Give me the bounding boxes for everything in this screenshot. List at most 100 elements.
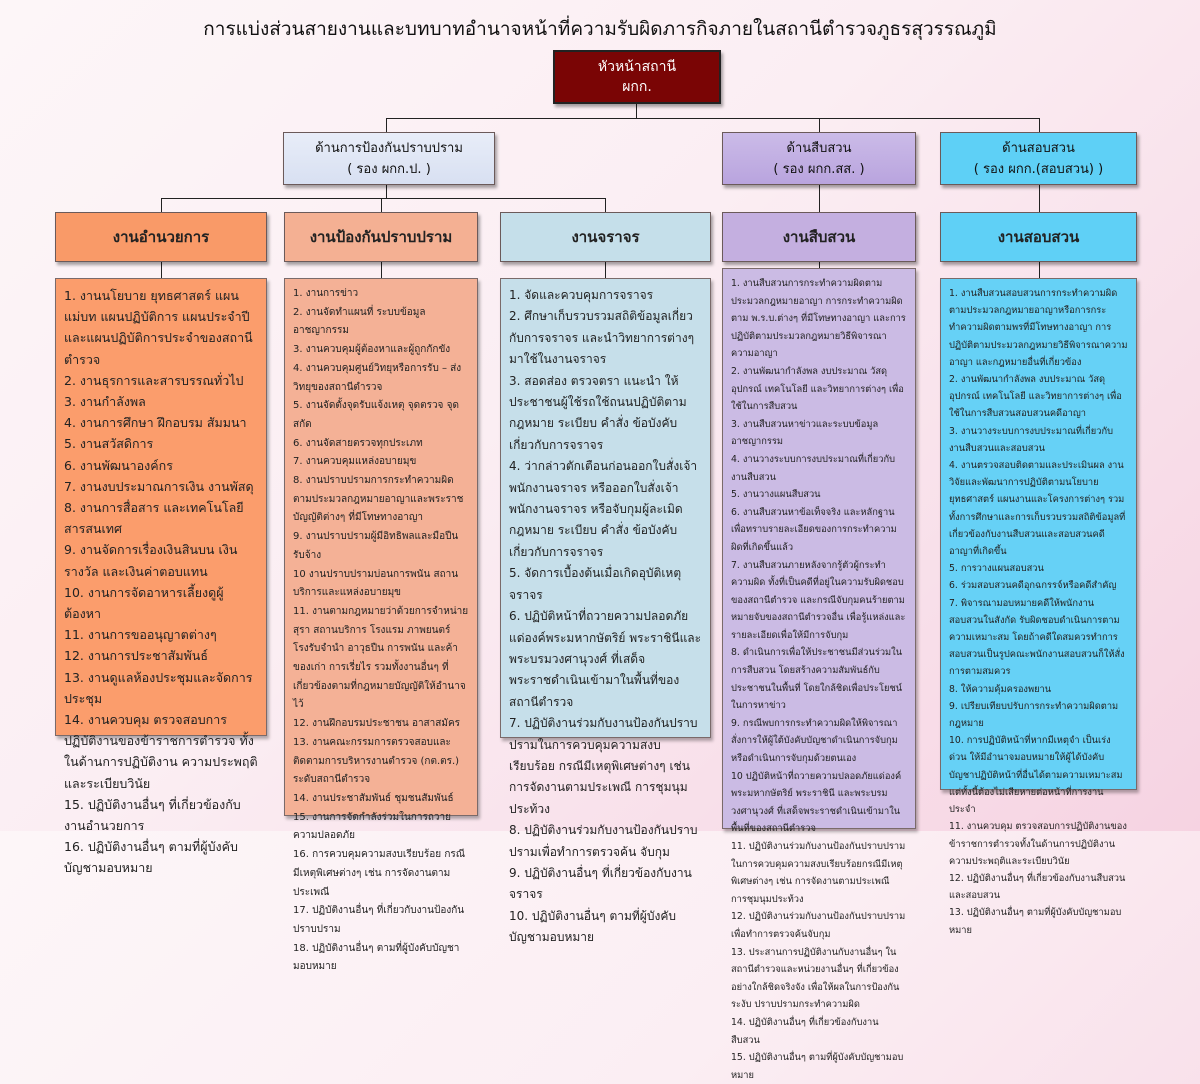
list-item: 11. ปฏิบัติงานร่วมกับงานป้องกันปราบปราม … (731, 841, 906, 905)
section-header-prevention: งานป้องกันปราบปราม (284, 212, 478, 262)
section-title: งานสืบสวน (782, 228, 856, 246)
list-item: 16. ปฏิบัติงานอื่นๆ ตามที่ผู้บังคับบัญชา… (64, 839, 238, 876)
division-title: ด้านสืบสวน (786, 140, 852, 156)
list-item: 11. งานควบคุม ตรวจสอบการปฏิบัติงานของข้า… (949, 821, 1127, 867)
list-item: 5. งานสวัสดิการ (64, 436, 154, 452)
division-deputy: ( รอง ผกก.ป. ) (347, 161, 431, 177)
connector-line (1039, 262, 1040, 278)
list-item: 7. งานควบคุมแหล่งอบายมุข (293, 456, 417, 468)
list-item: 6. ปฏิบัติหน้าที่ถวายความปลอดภัยแด่องค์พ… (509, 609, 702, 709)
list-item: 4. ว่ากล่าวตักเตือนก่อนออกใบสั่งเจ้าพนัก… (509, 459, 698, 559)
connector-line (636, 104, 637, 118)
list-item: 11. งานตามกฎหมายว่าด้วยการจำหน่ายสุรา สถ… (293, 605, 469, 711)
section-title: งานจราจร (571, 228, 640, 246)
list-item: 12. งานการประชาสัมพันธ์ (64, 648, 208, 664)
connector-line (819, 262, 820, 268)
list-item: 7. งานงบประมาณการเงิน งานพัสดุ (64, 478, 254, 494)
connector-line (381, 198, 382, 212)
division-prevention-box: ด้านการป้องกันปราบปราม ( รอง ผกก.ป. ) (283, 132, 495, 185)
list-item: 5. จัดการเบื้องต้นเมื่อเกิดอุบัติเหตุจรา… (509, 566, 682, 602)
list-item: 14. งานประชาสัมพันธ์ ชุมชนสัมพันธ์ (293, 792, 454, 804)
list-item: 9. กรณีพบการกระทำความผิดให้พิจารณาสั่งกา… (731, 717, 898, 765)
list-item: 8. ปฏิบัติงานร่วมกับงานป้องกันปราบปรามเพ… (509, 823, 698, 859)
section-header-investigation: งานสืบสวน (722, 212, 916, 262)
section-title: งานป้องกันปราบปราม (309, 228, 453, 246)
list-item: 6. ร่วมสอบสวนคดีอุกฉกรรจ์หรือคดีสำคัญ (949, 580, 1117, 592)
list-item: 18. ปฏิบัติงานอื่นๆ ตามที่ผู้บังคับบัญชา… (293, 942, 460, 973)
list-item: 15. ปฏิบัติงานอื่นๆ ที่เกี่ยวข้องกับงานอ… (64, 796, 241, 834)
list-item: 6. งานจัดสายตรวจทุกประเภท (293, 437, 423, 449)
connector-line (161, 198, 606, 199)
list-item: 2. ศึกษาเก็บรวบรวมสถิติข้อมูลเกี่ยวกับกา… (509, 309, 695, 367)
list-item: 12. ปฏิบัติงานร่วมกับงานป้องกันปราบปราม … (731, 911, 906, 940)
connector-line (381, 262, 382, 278)
list-item: 6. งานพัฒนาองค์กร (64, 457, 173, 473)
list-item: 1. จัดและควบคุมการจราจร (509, 288, 654, 302)
list-item: 13. งานคณะกรรมการตรวจสอบและติดตามการบริห… (293, 736, 460, 786)
list-item: 9. ปฏิบัติงานอื่นๆ ที่เกี่ยวข้องกับงานจร… (509, 865, 692, 902)
list-item: 1. งานการข่าว (293, 288, 359, 299)
list-item: 10. ปฏิบัติงานอื่นๆ ตามที่ผู้บังคับบัญชา… (509, 908, 676, 945)
list-item: 10. งานการจัดอาหารเลี้ยงดูผู้ต้องหา (64, 584, 224, 622)
list-item: 1. งานนโยบาย ยุทธศาสตร์ แผนแม่บท แผนปฏิบ… (64, 288, 253, 367)
list-item: 9. งานจัดการเรื่องเงินสินบน เงินรางวัล แ… (64, 542, 238, 579)
duty-list-administration: 1. งานนโยบาย ยุทธศาสตร์ แผนแม่บท แผนปฏิบ… (55, 278, 267, 875)
division-deputy: ( รอง ผกก.(สอบสวน) ) (973, 161, 1104, 177)
list-item: 5. การวางแผนสอบสวน (949, 563, 1044, 575)
list-item: 7. งานสืบสวนภายหลังจากรู้ตัวผู้กระทำความ… (731, 559, 906, 641)
division-deputy: ( รอง ผกก.สส. ) (773, 161, 865, 177)
list-item: 10 ปฏิบัติหน้าที่ถวายความปลอดภัยแด่องค์พ… (731, 770, 902, 835)
list-item: 13. งานดูแลห้องประชุมและจัดการประชุม (64, 669, 253, 706)
list-item: 15. งานการจัดกำลังร่วมในการถวายความปลอดภ… (293, 811, 451, 842)
list-item: 14. ปฏิบัติงานอื่นๆ ที่เกี่ยวข้องกับงานส… (731, 1016, 879, 1046)
list-item: 9. งานปราบปรามผู้มีอิทธิพลและมือปืนรับจ้… (293, 531, 459, 561)
duty-list-inquiry: 1. งานสืบสวนสอบสวนการกระทำความผิดตามประม… (940, 278, 1137, 936)
list-item: 15. ปฏิบัติงานอื่นๆ ตามที่ผู้บังคับบัญชา… (731, 1052, 904, 1081)
list-item: 3. งานสืบสวนหาข่าวและระบบข้อมูลอาชญากรรม (731, 418, 879, 448)
list-item: 7. ปฏิบัติงานร่วมกับงานป้องกันปราบปรามใน… (509, 716, 698, 816)
list-item: 3. งานกำลังพล (64, 394, 146, 410)
connector-line (386, 118, 1040, 119)
list-item: 10 งานปราบปรามบ่อนการพนัน สถานบริการและแ… (293, 568, 459, 599)
list-item: 16. การควบคุมความสงบเรียบร้อย กรณีมีเหตุ… (293, 849, 466, 898)
list-item: 2. งานพัฒนากำลังพล งบประมาณ วัสดุอุปกรณ์… (731, 365, 904, 413)
list-item: 5. งานวางแผนสืบสวน (731, 489, 821, 501)
connector-line (161, 262, 162, 278)
list-item: 3. งานวางระบบการงบประมาณที่เกี่ยวกับงานส… (949, 425, 1113, 454)
connector-line (161, 198, 162, 212)
connector-line (386, 185, 387, 198)
station-chief-title: หัวหน้าสถานี (597, 59, 677, 75)
list-item: 10. การปฏิบัติหน้าที่หากมีเหตุจำ เป็นเร่… (949, 735, 1123, 816)
list-item: 8. งานการสื่อสาร และเทคโนโลยีสารสนเทศ (64, 500, 244, 537)
section-header-inquiry: งานสอบสวน (940, 212, 1137, 262)
section-title: งานอำนวยการ (112, 228, 210, 246)
list-item: 6. งานสืบสวนหาข้อเท็จจริง และหลักฐานเพื่… (731, 506, 897, 553)
chart-title: การแบ่งส่วนสายงานและบทบาทอำนาจหน้าที่ควา… (203, 18, 997, 40)
list-item: 8. ให้ความคุ้มครองพยาน (949, 683, 1052, 695)
list-item: 2. งานธุรการและสารบรรณทั่วไป (64, 372, 244, 388)
list-item: 4. งานตรวจสอบติดตามและประเมินผล งานวิจัย… (949, 460, 1126, 558)
duty-list-traffic: 1. จัดและควบคุมการจราจร 2. ศึกษาเก็บรวบรว… (500, 278, 711, 944)
section-header-administration: งานอำนวยการ (55, 212, 267, 262)
list-item: 1. งานสืบสวนการกระทำความผิดตามประมวลกฎหม… (731, 278, 906, 360)
connector-line (819, 118, 820, 132)
division-title: ด้านสอบสวน (1002, 140, 1075, 156)
connector-line (819, 185, 820, 212)
list-item: 9. เปรียบเทียบปรับการกระทำความผิดตามกฎหม… (949, 700, 1119, 730)
list-item: 4. งานการศึกษา ฝึกอบรม สัมมนา (64, 415, 247, 431)
connector-line (605, 198, 606, 212)
list-item: 1. งานสืบสวนสอบสวนการกระทำความผิดตามประม… (949, 288, 1128, 368)
connector-line (605, 262, 606, 278)
duty-list-prevention: 1. งานการข่าว 2. งานจัดทำแผนที่ ระบบข้อมู… (284, 278, 478, 972)
list-item: 8. งานปราบปรามการกระทำความผิดตามประมวลกฎ… (293, 475, 464, 524)
list-item: 2. งานพัฒนากำลังพล งบประมาณ วัสดุอุปกรณ์… (949, 374, 1122, 420)
list-item: 11. งานการขออนุญาตต่างๆ (64, 627, 217, 643)
list-item: 2. งานจัดทำแผนที่ ระบบข้อมูลอาชญากรรม (293, 306, 426, 337)
list-item: 7. พิจารณามอบหมายคดีให้พนักงานสอบสวนในสั… (949, 597, 1125, 678)
list-item: 12. งานฝึกอบรมประชาชน อาสาสมัคร (293, 718, 461, 730)
list-item: 14. งานควบคุม ตรวจสอบการปฏิบัติงานของข้า… (64, 712, 258, 791)
list-item: 13. ปฏิบัติงานอื่นๆ ตามที่ผู้บังคับบัญชา… (949, 907, 1122, 936)
list-item: 3. งานควบคุมผู้ต้องหาและผู้ถูกกักขัง (293, 344, 451, 356)
list-item: 5. งานจัดตั้งจุดรับแจ้งเหตุ จุดตรวจ จุดส… (293, 400, 459, 430)
duty-list-investigation: 1. งานสืบสวนการกระทำความผิดตามประมวลกฎหม… (722, 268, 916, 1081)
